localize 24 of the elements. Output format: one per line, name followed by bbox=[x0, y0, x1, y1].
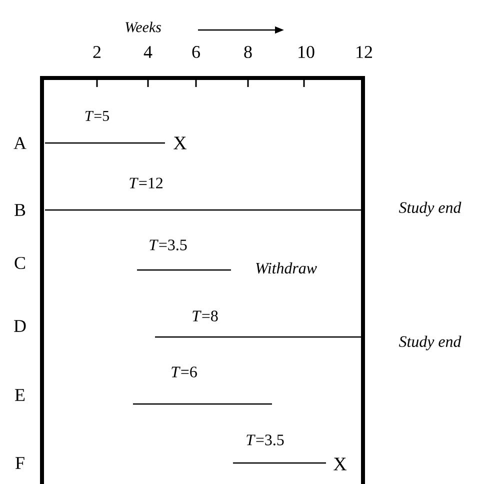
duration-label: T=8 bbox=[192, 310, 218, 322]
tick-label: 8 bbox=[244, 46, 252, 58]
tick-label: 6 bbox=[192, 46, 200, 58]
duration-label: T=12 bbox=[130, 178, 162, 188]
tick-label: 10 bbox=[298, 46, 314, 58]
row-label: A bbox=[14, 137, 26, 149]
axis-title: Weeks bbox=[126, 22, 161, 32]
row-label: F bbox=[16, 457, 24, 469]
status-label: Study end bbox=[398, 202, 462, 216]
duration-label: T=3.5 bbox=[246, 434, 284, 446]
status-label: Withdraw bbox=[256, 262, 317, 274]
tick-label: 12 bbox=[356, 46, 372, 58]
row-label: D bbox=[14, 320, 26, 332]
duration-label: T=6 bbox=[172, 366, 197, 378]
tick-label: 4 bbox=[144, 46, 152, 58]
row-label: C bbox=[14, 256, 25, 270]
duration-label: T=5 bbox=[85, 111, 109, 121]
duration-label: T=3.5 bbox=[150, 240, 187, 250]
status-label: Study end bbox=[398, 336, 462, 350]
event-marker: X bbox=[174, 136, 186, 150]
tick-label: 2 bbox=[93, 46, 100, 58]
event-marker: X bbox=[334, 458, 346, 470]
row-label: B bbox=[14, 204, 26, 216]
row-label: E bbox=[15, 389, 25, 401]
